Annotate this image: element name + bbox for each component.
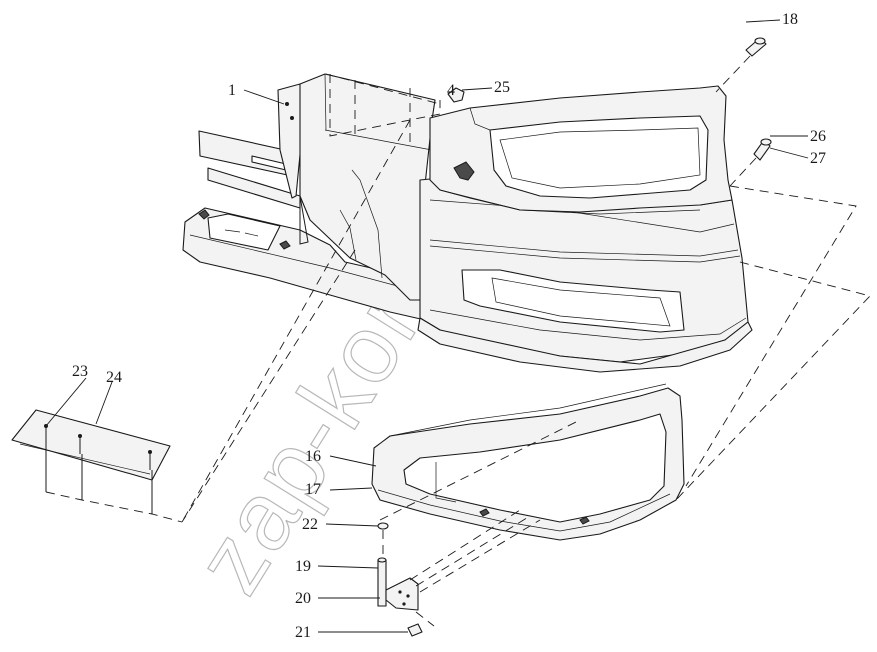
callout-26: 26 (810, 128, 826, 145)
lower-grille-plate (11, 409, 183, 523)
callout-27: 27 (810, 150, 826, 167)
panel-slot (207, 213, 281, 251)
assembly-lines (181, 55, 871, 593)
nut-25 (447, 87, 465, 103)
lamp-opening (403, 413, 667, 523)
callout-21: 21 (295, 624, 311, 641)
clip (279, 240, 291, 250)
callout-4: 4 (447, 82, 455, 99)
upper-shell-bracket (453, 161, 475, 181)
hinge-bolt (407, 623, 423, 637)
callout-22: 22 (302, 516, 318, 533)
callout-25: 25 (494, 79, 510, 96)
hinge-pin (377, 559, 387, 607)
leader-lines (45, 19, 809, 633)
washer (377, 522, 389, 530)
callout-23: 23 (72, 363, 88, 380)
lamp-surround (371, 383, 685, 541)
callout-24: 24 (106, 369, 122, 386)
callout-1: 1 (228, 82, 236, 99)
grille-plate-body (11, 409, 171, 481)
callout-18: 18 (782, 11, 798, 28)
callout-labels: 1 4 16 17 18 19 20 21 22 23 24 25 26 27 (72, 11, 826, 641)
hinge-hardware (377, 522, 435, 637)
hinge-bracket (385, 577, 419, 611)
fasteners (447, 37, 772, 161)
callout-19: 19 (295, 558, 311, 575)
callout-17: 17 (305, 481, 321, 498)
bumper-lower-lip (417, 317, 753, 373)
clip (198, 209, 210, 220)
side-support-plate (277, 83, 303, 199)
upper-shell-opening (489, 115, 709, 199)
bumper-vent (461, 269, 685, 333)
bumper-assembly (182, 73, 753, 373)
callout-20: 20 (295, 590, 311, 607)
callout-16: 16 (305, 448, 321, 465)
